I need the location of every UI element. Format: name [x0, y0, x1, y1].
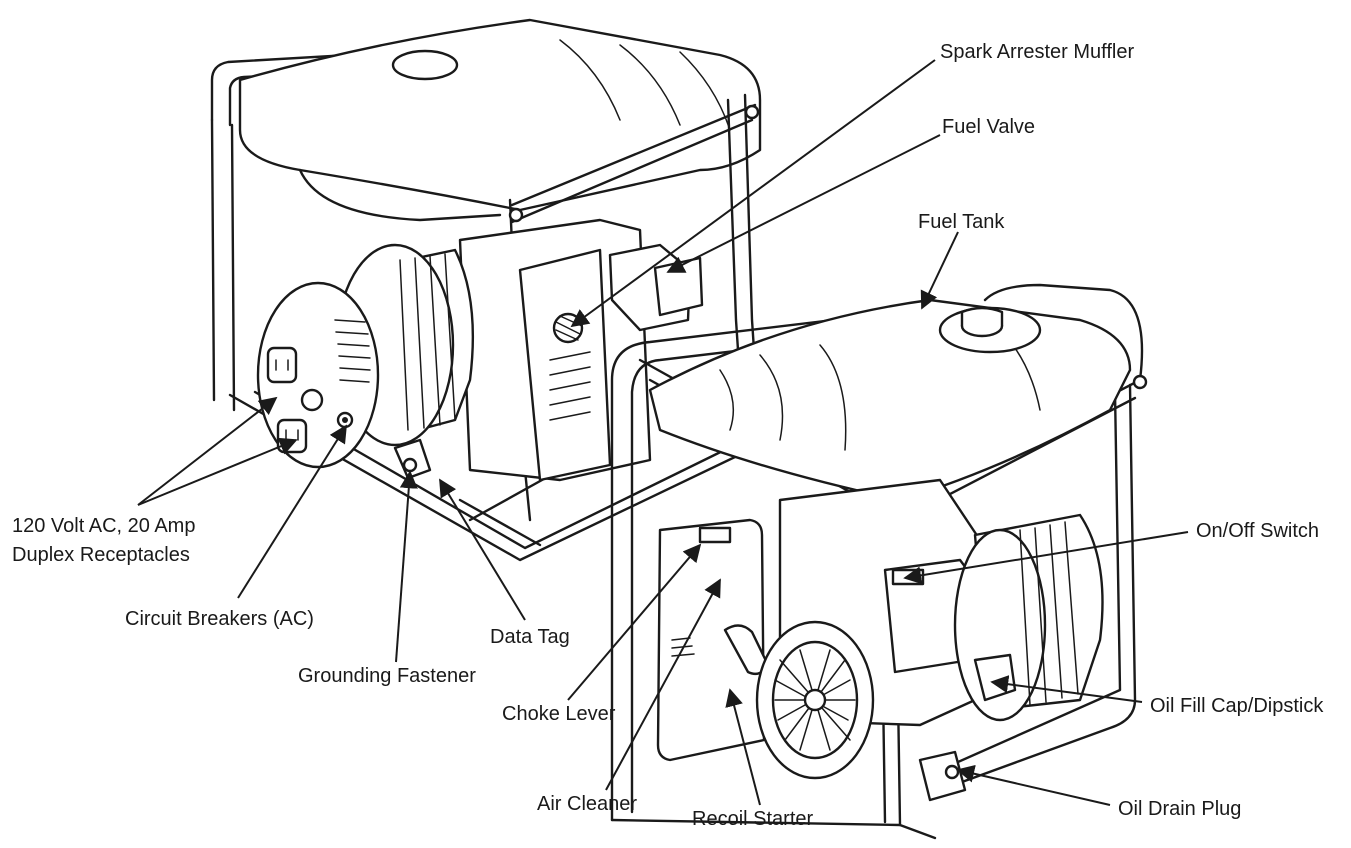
leader-fuel-tank	[920, 231, 959, 310]
rear-frame-bolt	[508, 207, 524, 223]
leader-grounding-fastener	[395, 470, 418, 663]
label-fuel-tank: Fuel Tank	[918, 211, 1005, 233]
front-frame-right-post-inner	[938, 390, 1122, 772]
label-recoil-starter: Recoil Starter	[692, 808, 813, 830]
leader-oil-drain-plug	[956, 764, 1111, 806]
leader-recoil-starter	[725, 688, 761, 806]
front-fuel-tank	[648, 298, 1132, 502]
leader-circuit-breakers	[237, 424, 347, 599]
label-choke-lever: Choke Lever	[502, 703, 616, 725]
leader-oil-fill-cap	[990, 675, 1143, 703]
callout-labels: Spark Arrester Muffler Fuel Valve Fuel T…	[12, 41, 1324, 830]
leader-on-off-switch	[903, 531, 1189, 585]
rear-tank-ribs	[559, 39, 731, 131]
front-alternator-fins	[1019, 521, 1079, 706]
front-fuel-cap-top	[960, 306, 1004, 328]
rear-frame-top-inner	[228, 60, 517, 127]
generator-rear-view	[210, 18, 762, 562]
air-cleaner-detail	[671, 637, 695, 657]
rear-alternator-fins	[399, 253, 456, 431]
label-spark-arrester-muffler: Spark Arrester Muffler	[940, 41, 1134, 63]
front-tank-ribs	[719, 329, 1041, 451]
leader-air-cleaner	[605, 578, 721, 791]
rear-panel-vents	[334, 319, 371, 383]
circuit-breaker-dot	[342, 417, 348, 423]
label-oil-drain-plug: Oil Drain Plug	[1118, 798, 1241, 820]
label-oil-fill-cap: Oil Fill Cap/Dipstick	[1150, 695, 1324, 717]
recoil-starter-hub	[803, 688, 827, 712]
front-frame-right-loop	[983, 283, 1144, 382]
panel-center-knob	[300, 388, 324, 412]
rear-frame-crossbar-inner	[510, 118, 754, 224]
oil-drain-bracket	[918, 750, 967, 802]
label-circuit-breakers: Circuit Breakers (AC)	[125, 608, 314, 630]
label-fuel-valve: Fuel Valve	[942, 116, 1035, 138]
rear-frame-left-post-inner	[230, 123, 236, 412]
leader-choke-lever	[567, 543, 702, 701]
rear-muffler-vents	[549, 351, 591, 421]
leader-fuel-valve	[666, 134, 941, 273]
rear-frame-left-post	[210, 118, 216, 402]
front-frame-left-loop-inner	[630, 330, 897, 814]
receptacle-top	[266, 346, 298, 384]
choke-lever-slot	[698, 526, 732, 544]
leader-receptacle-top	[137, 396, 278, 506]
label-on-off-switch: On/Off Switch	[1196, 520, 1319, 542]
leader-lines	[137, 59, 1189, 806]
recoil-starter-ring	[771, 640, 859, 760]
label-data-tag: Data Tag	[490, 626, 570, 648]
leader-data-tag	[439, 478, 526, 621]
receptacle-bottom	[276, 418, 308, 454]
rear-fuel-tank	[238, 18, 762, 212]
front-frame-base	[610, 818, 902, 827]
label-grounding-fastener: Grounding Fastener	[298, 665, 476, 687]
rear-frame-crossbar	[510, 103, 757, 207]
leader-spark-arrester-muffler	[570, 59, 936, 328]
oil-drain-plug	[944, 764, 960, 780]
label-receptacles-line1: 120 Volt AC, 20 Amp	[12, 515, 195, 537]
receptacle-top-slots	[275, 359, 289, 371]
rear-frame-bolt-2	[744, 104, 760, 120]
generator-front-view	[610, 283, 1148, 840]
grounding-fastener-nut	[402, 457, 418, 473]
label-air-cleaner: Air Cleaner	[537, 793, 637, 815]
rear-tank-underside	[298, 168, 502, 222]
label-receptacles-line2: Duplex Receptacles	[12, 544, 190, 566]
rear-fuel-cap	[391, 49, 459, 81]
front-frame-right-post	[938, 383, 1137, 792]
rear-muffler-housing	[518, 248, 612, 482]
front-frame-bolt-2	[1132, 374, 1148, 390]
leader-receptacle-bottom	[137, 437, 298, 506]
